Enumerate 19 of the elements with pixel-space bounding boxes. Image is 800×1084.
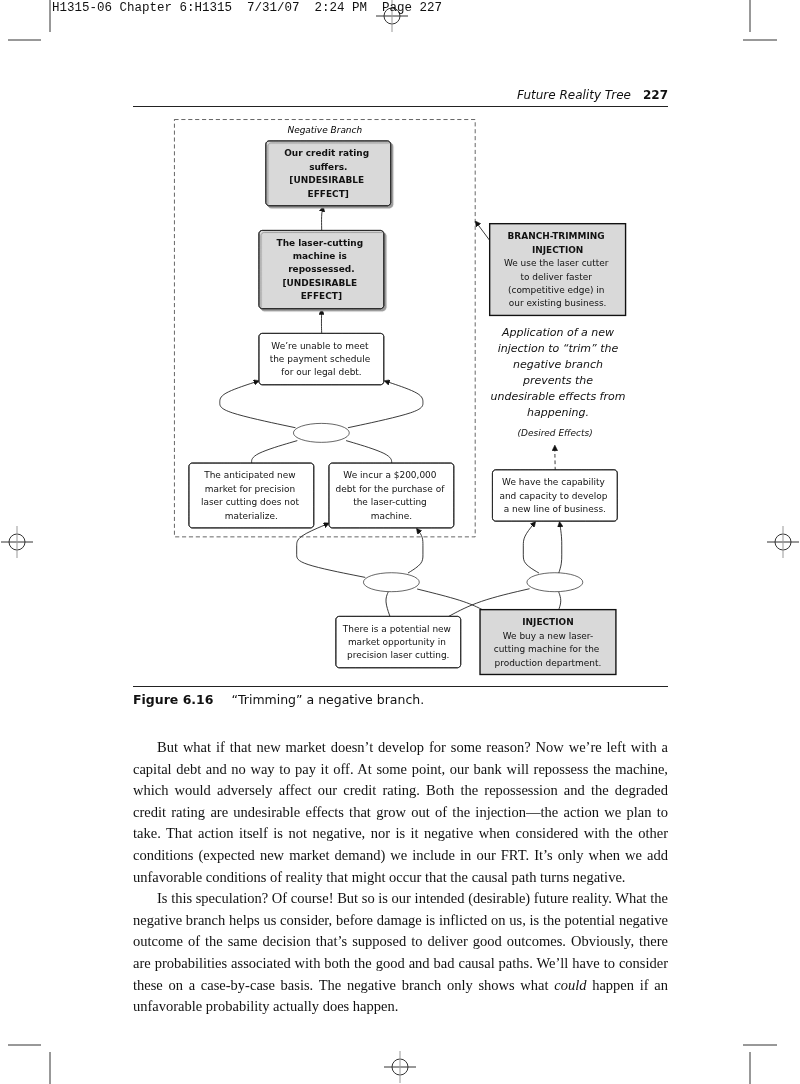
- figure-caption: Figure 6.16 “Trimming” a negative branch.: [133, 692, 425, 707]
- connector: [251, 440, 298, 464]
- node-box: BRANCH-TRIMMING INJECTION We use the laser cutter to deliver faster (competitive edge) in our existing business.: [489, 223, 627, 317]
- connector: [558, 591, 562, 611]
- body-paragraph: Is this speculation? Of course! But so is our intended (desirable) future reality. What the negative branch helps us consider, before damage is inflicted on us, is the potential negative outcome of the same decision that’s supposed to deliver good outcomes. Obviously, there are probabilities associated with both the good and bad causal paths. We’ll have to consider these on a case-by-case basis. The negative branch only shows what could happen if an unfavorable probability actually does happen.: [133, 889, 668, 1017]
- page-number: 227: [642, 88, 668, 102]
- connector: [345, 440, 393, 464]
- connector: [447, 588, 530, 618]
- node-text: (Desired Effects): [517, 427, 593, 438]
- print-slug: H1315-06 Chapter 6:H1315 7/31/07 2:24 PM Page 227: [52, 1, 443, 15]
- node-ellipse: [293, 423, 350, 443]
- node-ellipse: [526, 572, 584, 593]
- running-head: Future Reality Tree: [517, 88, 631, 102]
- annotation-note: Application of a new injection to “trim” the negative branch prevents the undesirable effects from happening.: [490, 325, 626, 421]
- body-paragraph: But what if that new market doesn’t develop for some reason? Now we’re left with a capital debt and no way to pay it off. At some point, our bank will repossess the machine, which would adversely affect our credit rating. Both the repossession and the degraded credit rating are undesirable effects that grow out of the injection—the action we plan to take. That action itself is not negative, nor is it negative when considered with the other conditions (expected new market demand) we include in our FRT. It’s only when we add unfavorable conditions of reality that might occur that the causal path turns negative.: [133, 738, 668, 887]
- node-ellipse: [363, 572, 420, 593]
- connector: [416, 588, 483, 611]
- connector: [385, 591, 391, 618]
- node-box: INJECTION We buy a new laser-cutting machine for the production department.: [479, 608, 617, 676]
